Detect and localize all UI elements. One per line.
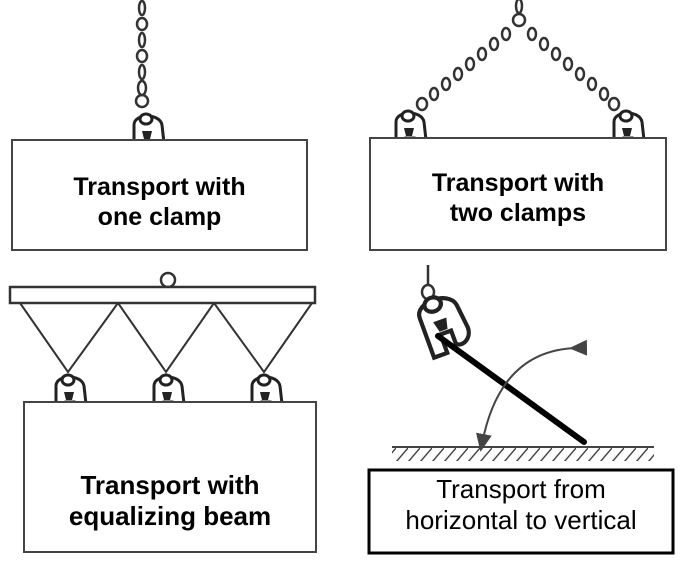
caption-equalizing-beam: Transport with equalizing beam (24, 470, 316, 532)
tilting-plate (435, 333, 587, 445)
panel-two-clamps (369, 0, 667, 251)
ground-hatch (392, 447, 654, 461)
caption-line: two clamps (449, 199, 587, 227)
panel-horizontal-to-vertical (367, 265, 675, 555)
beam-lifting-eye (159, 271, 177, 289)
caption-line: Transport with (80, 470, 260, 500)
chain (415, 0, 621, 112)
rotation-arrow (476, 339, 588, 452)
caption-line: Transport with (73, 173, 246, 201)
caption-line: horizontal to vertical (405, 505, 637, 536)
caption-box (367, 468, 675, 555)
caption-line: one clamp (97, 203, 222, 231)
load-plate (11, 139, 308, 251)
load-plate (23, 401, 317, 553)
panel-equalizing-beam (8, 271, 317, 553)
caption-line: Transport with (431, 169, 605, 197)
panel-one-clamp (11, 0, 308, 251)
equalizing-beam (8, 285, 317, 305)
load-plate (369, 137, 667, 251)
caption-horizontal-to-vertical: Transport from horizontal to vertical (369, 474, 673, 536)
chain (134, 0, 150, 109)
caption-line: Transport from (436, 474, 606, 504)
caption-line: equalizing beam (68, 501, 272, 532)
caption-one-clamp: Transport with one clamp (12, 172, 307, 232)
clamp-icon (414, 289, 473, 357)
chain (420, 265, 436, 301)
beam-slings (19, 302, 313, 374)
caption-two-clamps: Transport with two clamps (370, 168, 666, 228)
